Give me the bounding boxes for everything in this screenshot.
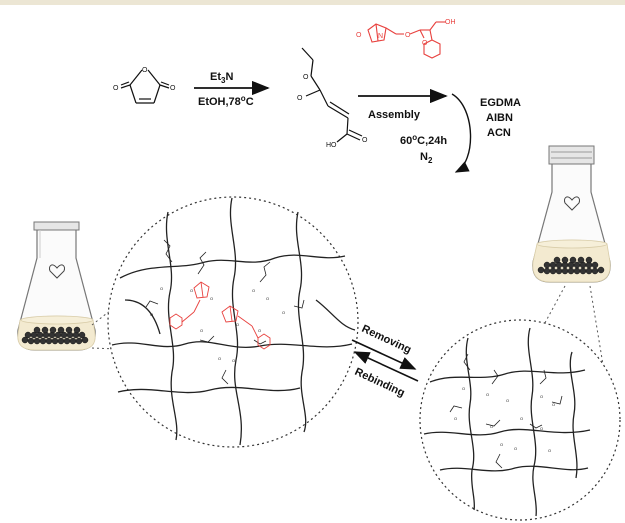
monoethyl-maleate-structure bbox=[301, 47, 363, 143]
svg-text:O: O bbox=[540, 426, 543, 431]
svg-text:O: O bbox=[170, 85, 176, 92]
svg-text:O: O bbox=[362, 137, 368, 144]
svg-text:O: O bbox=[356, 32, 362, 39]
condition-temp-time: 60oC,24h bbox=[400, 133, 447, 147]
svg-text:O: O bbox=[422, 40, 428, 47]
template-in-cavity bbox=[169, 281, 271, 350]
rebinding-label: Rebinding bbox=[353, 366, 407, 400]
top-bar bbox=[0, 0, 625, 5]
svg-text:O: O bbox=[520, 416, 523, 421]
svg-text:O: O bbox=[200, 328, 203, 333]
step1-reagent-bottom: EtOH,78oC bbox=[198, 94, 254, 108]
svg-text:O: O bbox=[490, 424, 493, 429]
svg-text:O: O bbox=[506, 398, 509, 403]
svg-text:O: O bbox=[282, 310, 285, 315]
svg-text:O: O bbox=[540, 394, 543, 399]
svg-text:O: O bbox=[150, 312, 153, 317]
step1-reagent-top: Et3N bbox=[210, 71, 233, 85]
svg-text:O: O bbox=[514, 446, 517, 451]
flask-icon-left bbox=[17, 221, 96, 351]
bead-pile bbox=[21, 326, 89, 345]
svg-text:O: O bbox=[500, 442, 503, 447]
polymerization-arrow bbox=[451, 93, 472, 173]
functional-group-labels: O O O O O O O O O O O O bbox=[150, 286, 285, 363]
svg-text:O: O bbox=[160, 286, 163, 291]
exchange-arrows bbox=[351, 339, 419, 382]
assembly-label: Assembly bbox=[368, 109, 421, 121]
svg-text:O: O bbox=[405, 32, 411, 39]
svg-text:N: N bbox=[378, 33, 383, 40]
svg-text:O: O bbox=[303, 74, 309, 81]
svg-text:O: O bbox=[552, 402, 555, 407]
polymer-network-cavity: O O O O O O O O O O O O bbox=[419, 319, 621, 521]
svg-text:O: O bbox=[486, 392, 489, 397]
condition-initiator: AIBN bbox=[486, 112, 513, 124]
svg-text:O: O bbox=[113, 85, 119, 92]
svg-text:O: O bbox=[548, 448, 551, 453]
polymer-network-imprinted: O O O O O O O O O O O O bbox=[107, 196, 359, 448]
svg-text:O: O bbox=[232, 358, 235, 363]
svg-text:O: O bbox=[210, 296, 213, 301]
svg-text:O: O bbox=[218, 356, 221, 361]
svg-text:O: O bbox=[252, 288, 255, 293]
flask-icon-right bbox=[532, 145, 611, 283]
acid-label: HO bbox=[326, 142, 337, 149]
svg-text:O: O bbox=[462, 386, 465, 391]
svg-text:O: O bbox=[258, 328, 261, 333]
condition-crosslinker: EGDMA bbox=[480, 97, 521, 109]
condition-atmosphere: N2 bbox=[420, 151, 433, 165]
svg-text:O: O bbox=[236, 322, 239, 327]
removing-label: Removing bbox=[360, 323, 413, 356]
svg-text:O: O bbox=[142, 67, 148, 74]
svg-text:O: O bbox=[266, 296, 269, 301]
template-molecule bbox=[367, 21, 446, 59]
maleic-anhydride-structure bbox=[120, 69, 170, 104]
svg-text:O: O bbox=[454, 416, 457, 421]
condition-solvent: ACN bbox=[487, 127, 511, 139]
template-oh-label: OH bbox=[445, 19, 456, 26]
svg-text:O: O bbox=[297, 95, 303, 102]
svg-text:O: O bbox=[190, 288, 193, 293]
